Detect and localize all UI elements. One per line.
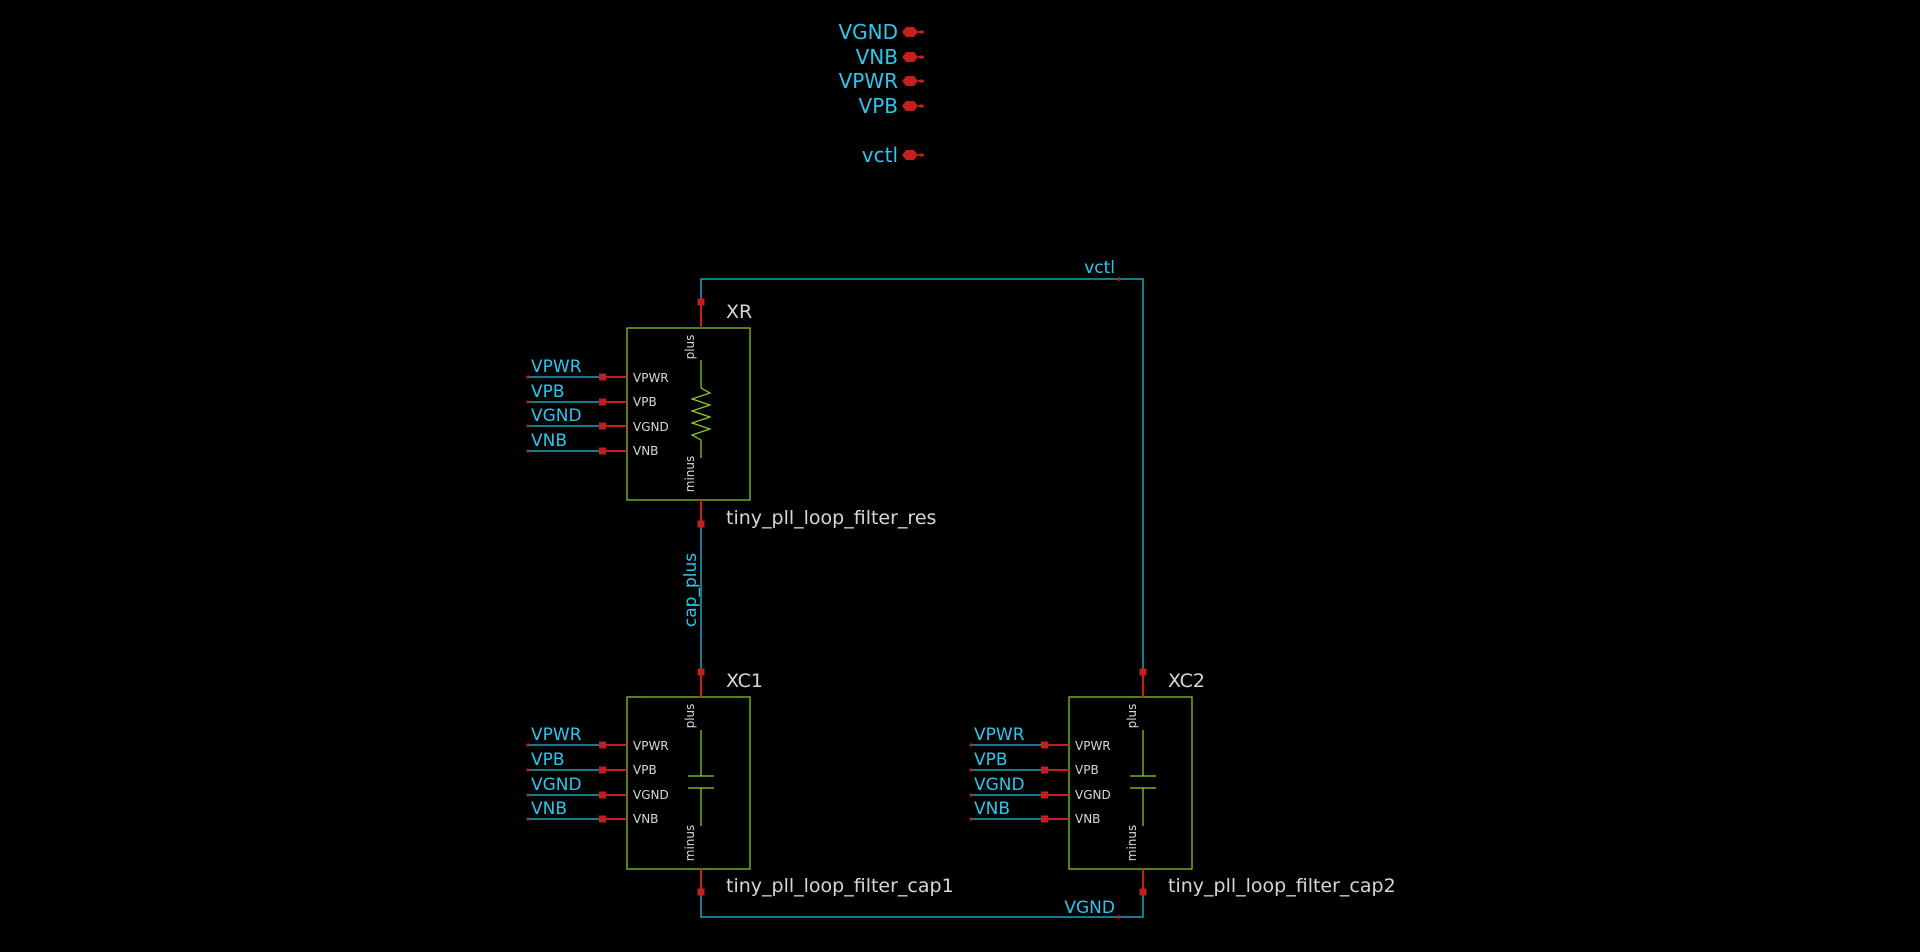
port-vnb[interactable]: VNB	[856, 45, 924, 69]
port-label: VGND	[838, 20, 898, 44]
pin-label-minus: minus	[1125, 825, 1139, 862]
net-label: VNB	[531, 799, 567, 819]
pin-minus[interactable]	[697, 520, 705, 528]
instance-symbol: tiny_pll_loop_filter_cap1	[726, 875, 954, 897]
pin-plus[interactable]	[697, 668, 705, 676]
pin-minus[interactable]	[1139, 888, 1147, 896]
net-label: VPWR	[974, 725, 1025, 745]
wire-vgnd[interactable]	[700, 892, 1144, 918]
pin-label: VPB	[1075, 763, 1099, 777]
port-label: VPWR	[839, 69, 899, 93]
port-vgnd[interactable]: VGND	[838, 20, 924, 44]
pin-label-plus: plus	[683, 704, 697, 729]
resistor-icon	[690, 360, 712, 458]
port-pin-icon	[902, 76, 918, 86]
instance-xc1[interactable]: XC1 tiny_pll_loop_filter_cap1 plus minus…	[526, 668, 954, 898]
port-vctl[interactable]: vctl	[862, 143, 924, 167]
net-label-vctl: vctl	[1084, 258, 1115, 278]
port-label: VNB	[856, 45, 898, 69]
pin-label: VNB	[1075, 812, 1100, 826]
port-pin-icon	[902, 52, 918, 62]
pin-vnb[interactable]	[1041, 815, 1048, 823]
pin-vgnd[interactable]	[599, 422, 606, 430]
pin-vpb[interactable]	[599, 398, 606, 406]
port-vpwr[interactable]: VPWR	[839, 69, 924, 93]
left-pins: VPWR VPWR VPB VPB VGND VGND VNB VNB	[526, 357, 669, 458]
pin-label: VPWR	[633, 371, 669, 385]
net-label: VPB	[531, 382, 565, 402]
net-label: VGND	[531, 406, 582, 426]
port-pin-icon	[902, 150, 918, 160]
pin-vnb[interactable]	[599, 447, 606, 455]
pin-label-minus: minus	[683, 456, 697, 493]
port-vpb[interactable]: VPB	[859, 94, 924, 118]
instance-xr[interactable]: XR tiny_pll_loop_filter_res plus minus V…	[526, 298, 936, 530]
symbol-outline	[626, 327, 751, 501]
instance-name: XC2	[1168, 670, 1205, 692]
net-label: VPB	[974, 750, 1008, 770]
instance-xc2[interactable]: XC2 tiny_pll_loop_filter_cap2 plus minus…	[969, 668, 1396, 898]
port-label: vctl	[862, 143, 898, 167]
pin-label: VGND	[633, 420, 669, 434]
pin-plus[interactable]	[697, 298, 705, 306]
net-label: VPWR	[531, 725, 582, 745]
instance-name: XR	[726, 301, 752, 323]
port-pin-icon	[902, 27, 918, 37]
pin-label: VGND	[633, 788, 669, 802]
net-label: VPB	[531, 750, 565, 770]
capacitor-icon	[688, 730, 714, 826]
port-pin-icon	[902, 101, 918, 111]
pin-label: VPWR	[1075, 739, 1111, 753]
net-label-vgnd: VGND	[1064, 898, 1115, 918]
pin-plus[interactable]	[1139, 668, 1147, 676]
instance-symbol: tiny_pll_loop_filter_res	[726, 507, 936, 529]
pin-vpb[interactable]	[1041, 766, 1048, 774]
capacitor-icon	[1130, 730, 1156, 826]
net-label: VPWR	[531, 357, 582, 377]
port-list: VGND VNB VPWR VPB vctl	[838, 20, 924, 167]
net-label: VGND	[531, 775, 582, 795]
net-label: VNB	[531, 431, 567, 451]
pin-label: VNB	[633, 812, 658, 826]
pin-label: VNB	[633, 444, 658, 458]
pin-label: VPB	[633, 763, 657, 777]
pin-vpwr[interactable]	[599, 741, 606, 749]
pin-label-minus: minus	[683, 825, 697, 862]
wire-vctl[interactable]	[700, 278, 1144, 672]
pin-label-plus: plus	[1125, 704, 1139, 729]
pin-label: VPWR	[633, 739, 669, 753]
pin-vpwr[interactable]	[1041, 741, 1048, 749]
pin-label: VGND	[1075, 788, 1111, 802]
pin-label-plus: plus	[683, 335, 697, 360]
wires	[700, 278, 1144, 918]
left-pins: VPWR VPWR VPB VPB VGND VGND VNB VNB	[526, 725, 669, 826]
net-label: VNB	[974, 799, 1010, 819]
symbol-outline	[626, 696, 751, 870]
port-label: VPB	[859, 94, 898, 118]
instance-name: XC1	[726, 670, 763, 692]
net-label-cap-plus: cap_plus	[681, 553, 701, 627]
pin-vgnd[interactable]	[1041, 791, 1048, 799]
pin-vpb[interactable]	[599, 766, 606, 774]
pin-label: VPB	[633, 395, 657, 409]
instance-symbol: tiny_pll_loop_filter_cap2	[1168, 875, 1396, 897]
net-label: VGND	[974, 775, 1025, 795]
pin-minus[interactable]	[697, 888, 705, 896]
pin-vgnd[interactable]	[599, 791, 606, 799]
left-pins: VPWR VPWR VPB VPB VGND VGND VNB VNB	[969, 725, 1111, 826]
pin-vpwr[interactable]	[599, 373, 606, 381]
pin-vnb[interactable]	[599, 815, 606, 823]
symbol-outline	[1068, 696, 1193, 870]
